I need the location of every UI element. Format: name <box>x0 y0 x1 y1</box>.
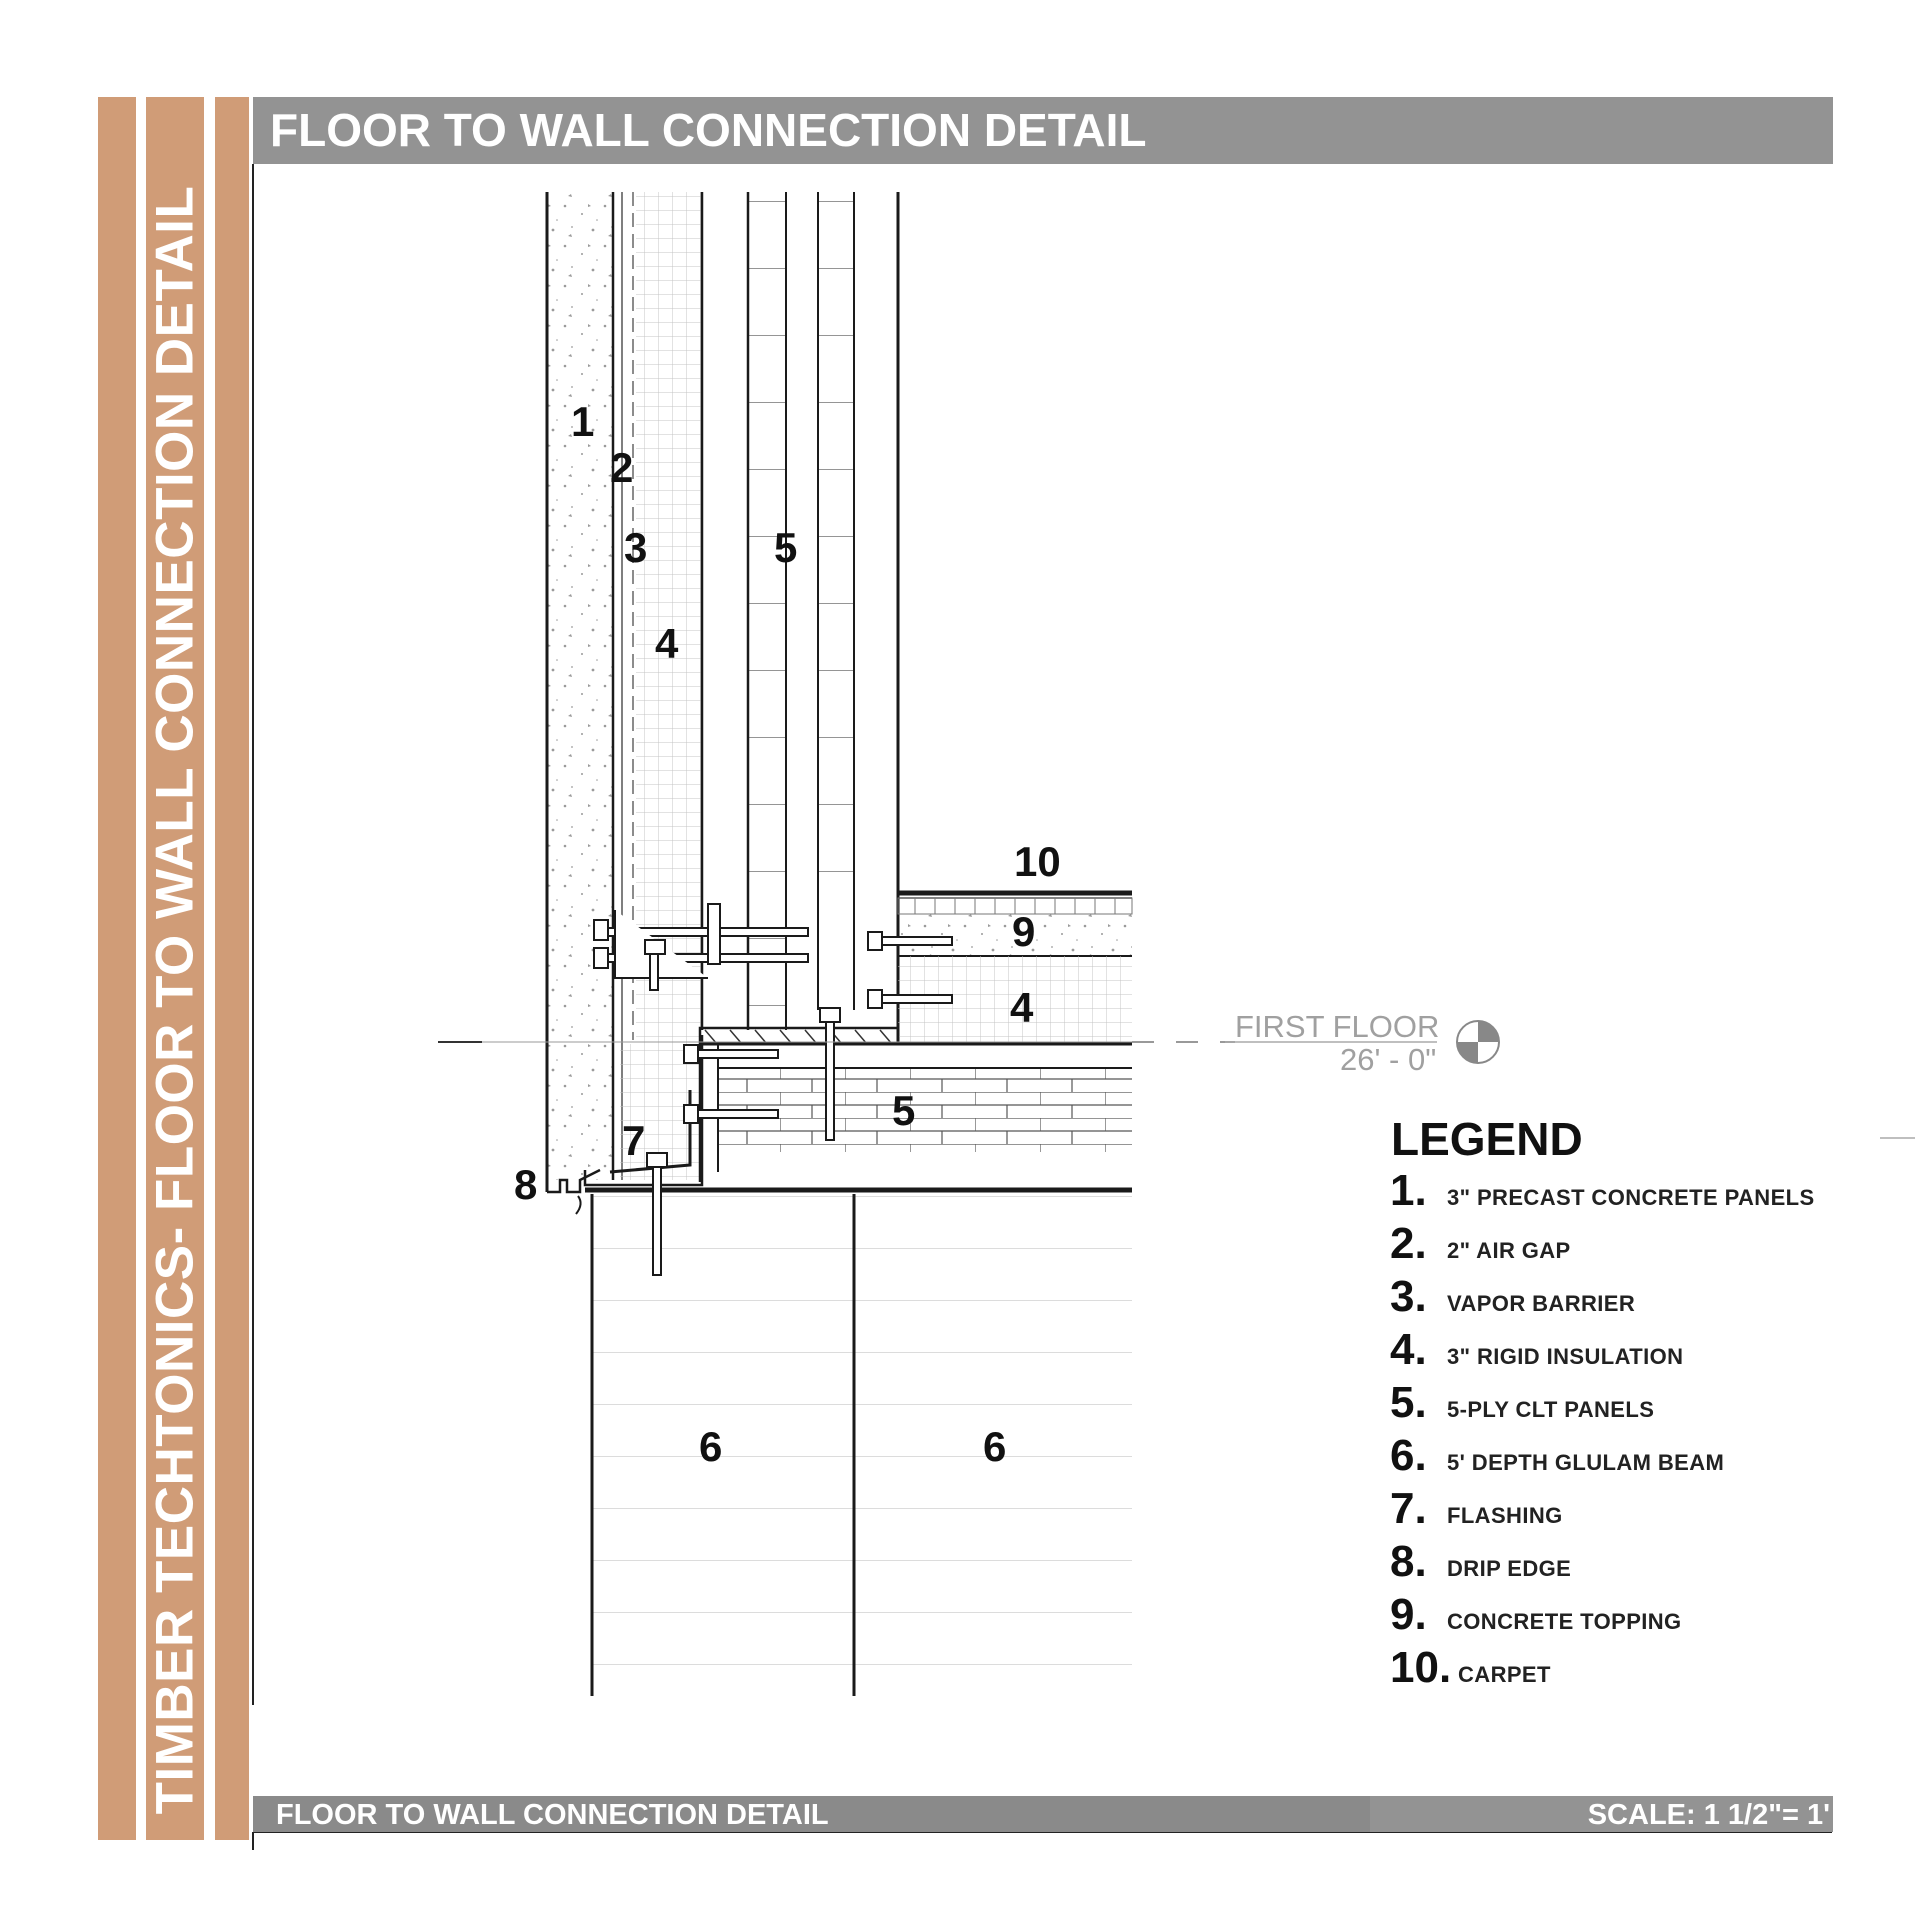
legend-item-label: 2" AIR GAP <box>1447 1238 1571 1263</box>
callout-5-wall: 5 <box>774 524 797 571</box>
legend-item-number: 10. <box>1390 1643 1452 1692</box>
legend-item-label: CONCRETE TOPPING <box>1447 1609 1682 1634</box>
legend-heading: LEGEND <box>1391 1113 1583 1165</box>
legend-item-number: 1. <box>1390 1166 1427 1215</box>
callout-1: 1 <box>571 398 594 445</box>
legend-item-label: FLASHING <box>1447 1503 1563 1528</box>
side-band-left <box>98 97 136 1840</box>
callout-4-floor: 4 <box>1010 984 1034 1031</box>
legend-item-number: 3. <box>1390 1272 1427 1321</box>
footer-title: FLOOR TO WALL CONNECTION DETAIL <box>276 1799 829 1831</box>
callout-6-right: 6 <box>983 1423 1006 1470</box>
callout-9: 9 <box>1012 908 1035 955</box>
legend-item-label: DRIP EDGE <box>1447 1556 1572 1581</box>
callout-2: 2 <box>610 444 633 491</box>
callout-7: 7 <box>622 1117 645 1164</box>
legend-item-number: 9. <box>1390 1590 1427 1639</box>
legend-item-number: 6. <box>1390 1431 1427 1480</box>
legend-item-number: 4. <box>1390 1325 1427 1374</box>
side-band-right <box>215 97 249 1840</box>
callout-3: 3 <box>624 524 647 571</box>
callout-6-left: 6 <box>699 1423 722 1470</box>
callout-5-floor: 5 <box>892 1087 915 1134</box>
footer-bar-dark <box>253 1796 1370 1832</box>
legend-item-number: 7. <box>1390 1484 1427 1533</box>
legend-item-number: 5. <box>1390 1378 1427 1427</box>
page-title: FLOOR TO WALL CONNECTION DETAIL <box>270 104 1147 156</box>
callout-4-wall: 4 <box>655 620 679 667</box>
legend-item-number: 8. <box>1390 1537 1427 1586</box>
legend-item-label: 5' DEPTH GLULAM BEAM <box>1447 1450 1725 1475</box>
callout-10: 10 <box>1014 838 1061 885</box>
header-bar <box>253 97 1833 164</box>
side-band-title <box>146 97 204 1840</box>
level-elevation: 26' - 0" <box>1340 1042 1436 1077</box>
callout-8: 8 <box>514 1161 537 1208</box>
legend-item-number: 2. <box>1390 1219 1427 1268</box>
level-name: FIRST FLOOR <box>1235 1009 1439 1044</box>
legend-item-label: VAPOR BARRIER <box>1447 1291 1636 1316</box>
legend-item-label: CARPET <box>1458 1662 1551 1687</box>
footer-scale: SCALE: 1 1/2"= 1' <box>1587 1799 1830 1831</box>
legend-item-label: 5-PLY CLT PANELS <box>1447 1397 1655 1422</box>
legend-item-label: 3" RIGID INSULATION <box>1447 1344 1684 1369</box>
legend-item-label: 3" PRECAST CONCRETE PANELS <box>1447 1185 1815 1210</box>
